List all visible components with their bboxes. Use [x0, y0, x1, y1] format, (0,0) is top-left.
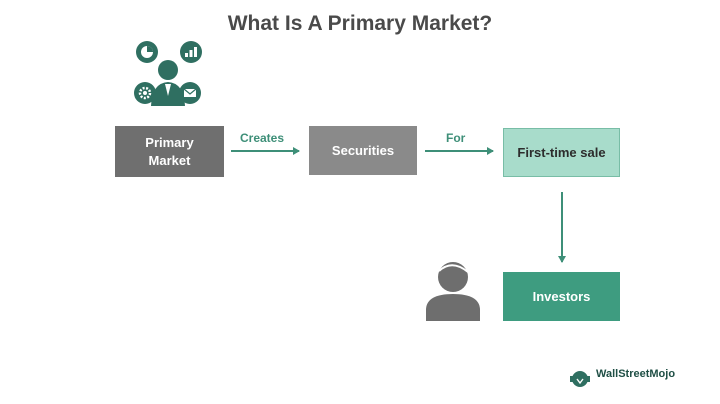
node-securities-label: Securities: [331, 142, 395, 158]
wallstreetmojo-logo-icon: [570, 371, 590, 387]
person-icon: [426, 262, 480, 321]
businessman-with-charts-icon: [134, 41, 202, 106]
brand-logo-text: WallStreetMojo: [596, 368, 676, 380]
node-investors-label: Investors: [532, 288, 591, 304]
node-first-time-sale-label: First-time sale: [517, 144, 606, 160]
node-securities: Securities: [309, 126, 417, 175]
node-first-time-sale: First-time sale: [503, 128, 620, 177]
node-primary-market-label: Primary Market: [145, 134, 194, 168]
brand-logo: WallStreetMojo: [568, 368, 675, 380]
node-investors: Investors: [503, 272, 620, 321]
edge-label-for: For: [446, 131, 466, 145]
node-primary-market: Primary Market: [115, 126, 224, 177]
edge-label-creates: Creates: [240, 131, 285, 145]
page-title: What Is A Primary Market?: [227, 12, 493, 35]
